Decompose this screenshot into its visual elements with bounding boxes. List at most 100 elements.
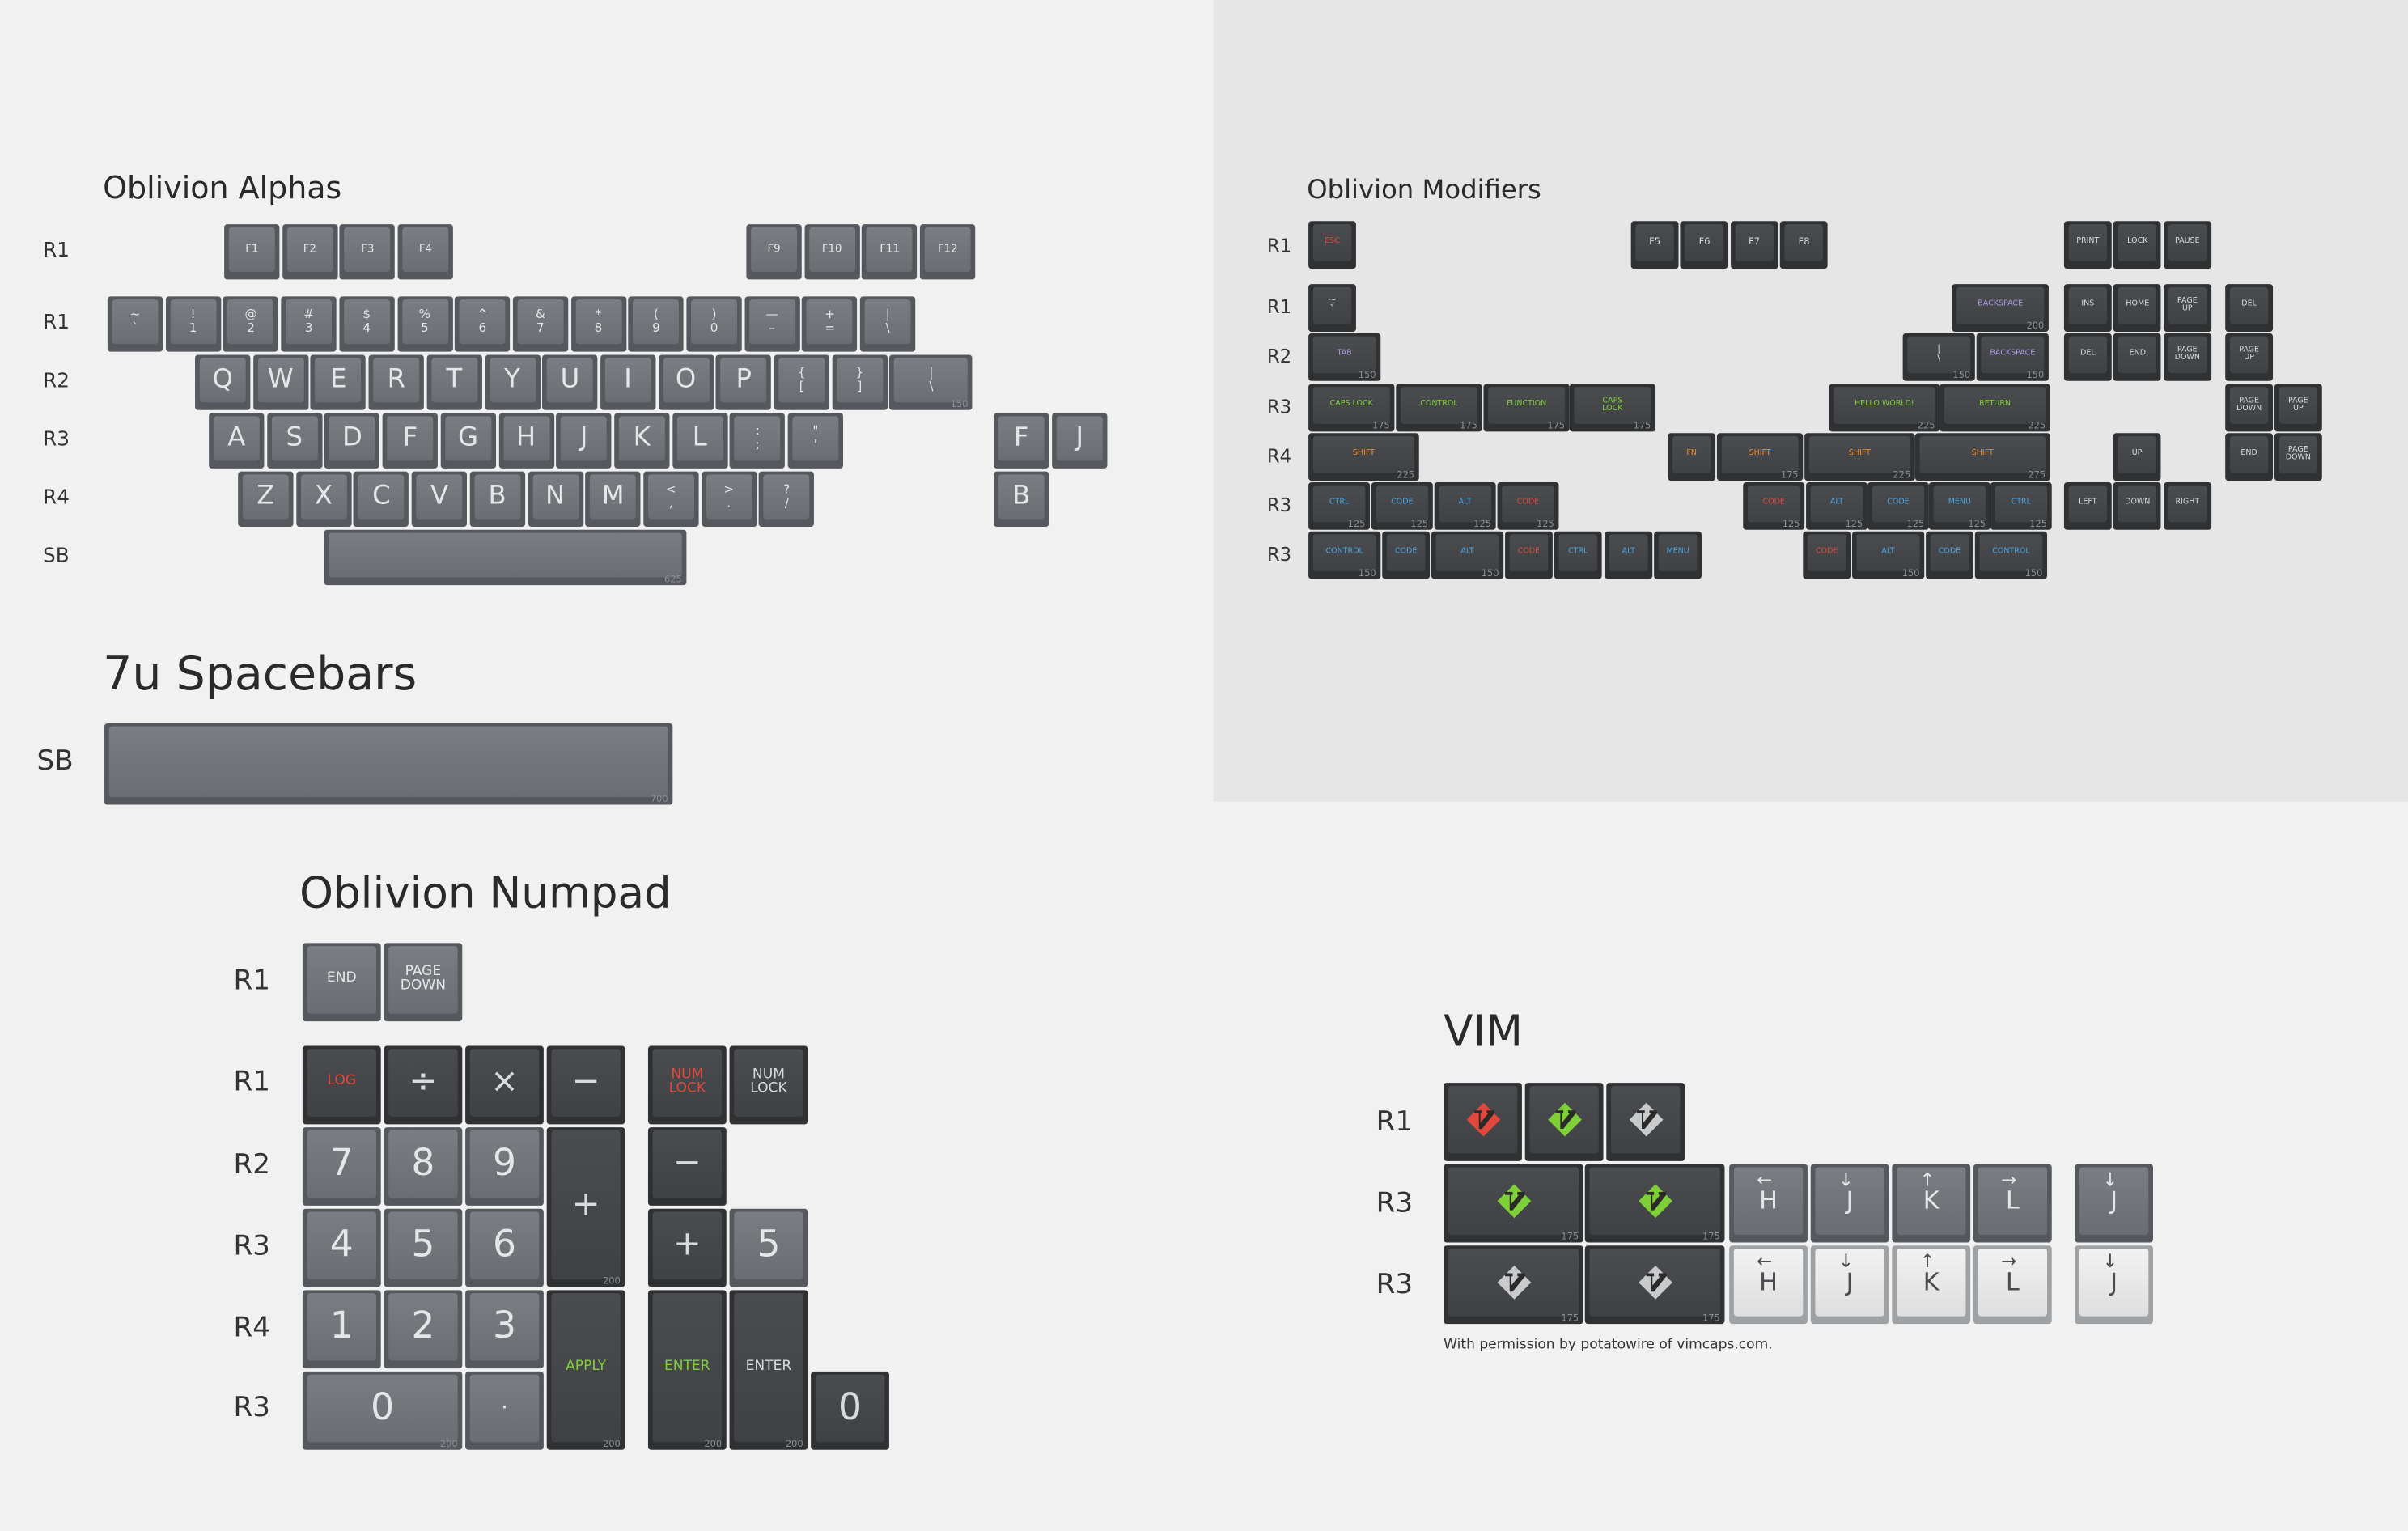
legend: 0 [371, 1385, 395, 1429]
fn-key: F3 [340, 224, 396, 280]
legend: ESC [1325, 237, 1340, 247]
legend: END [2241, 448, 2258, 459]
unit-label: 150 [1358, 370, 1376, 381]
log-key: LOG [302, 1045, 381, 1125]
legend: SHIFT [1749, 448, 1771, 459]
decimal-key: · [465, 1371, 544, 1450]
legend-base: 8 [594, 320, 603, 334]
legend-shift: | [885, 307, 890, 321]
legend: ALT [1881, 547, 1895, 557]
alpha-key: } ] [832, 354, 888, 410]
number-key: !1 [165, 296, 221, 352]
alpha-key: Z [238, 471, 294, 528]
legend: CAPS LOCK [1329, 400, 1373, 409]
legend: 6 [492, 1223, 516, 1266]
legend: FN [1686, 448, 1697, 459]
unit-label: 225 [1893, 469, 1911, 481]
legend: P [736, 363, 752, 394]
legend: H [515, 422, 536, 453]
legend: PAGE DOWN [400, 964, 447, 995]
nav-key: END [2113, 333, 2162, 381]
esc-key: ESC [1308, 221, 1356, 269]
legend-base: 2 [247, 320, 255, 334]
arrow-icon: ↓ [2102, 1249, 2118, 1272]
legend: CODE [1517, 547, 1541, 557]
unit-label: 125 [1410, 519, 1429, 530]
legend: D [341, 422, 362, 453]
legend: 5 [757, 1223, 781, 1266]
alpha-key: Y [484, 354, 541, 410]
legend: NUM LOCK [750, 1067, 787, 1097]
unit-label: 150 [950, 399, 969, 410]
legend-shift: $ [362, 307, 371, 321]
unit-label: 150 [2026, 370, 2045, 381]
number-key: |\ [860, 296, 916, 352]
bottom-mod-key: MENU [1654, 531, 1702, 579]
legend: MENU [1666, 547, 1689, 557]
number-key: )0 [686, 296, 742, 352]
number-key: #3 [281, 296, 337, 352]
legend-base: \ [885, 320, 890, 334]
legend-shift: ( [654, 307, 659, 321]
legend: F10 [821, 242, 842, 255]
legend: CODE [1938, 547, 1961, 557]
legend: UP [2131, 448, 2143, 459]
legend: CODE [1391, 498, 1414, 508]
modifiers-row-label: R1 [1266, 296, 1292, 318]
legend: N [545, 480, 566, 511]
legend: + [571, 1185, 600, 1224]
legend: ALT [1458, 498, 1472, 508]
legend: T [446, 363, 463, 394]
spacebar-625: 625 [324, 529, 687, 586]
grave-key: ~ ` [1308, 284, 1356, 332]
modifiers-row-label: R3 [1266, 396, 1292, 418]
legend-shift: ! [190, 307, 196, 321]
vim-logo-icon [1638, 1184, 1672, 1219]
alpha-key: B [469, 471, 525, 528]
legend: RETURN [1978, 400, 2012, 409]
legend: > . [723, 482, 735, 510]
unit-label: 150 [1952, 370, 1971, 381]
nav-key: INS [2063, 284, 2112, 332]
number-key: %5 [396, 296, 452, 352]
fn-key: F12 [920, 224, 976, 280]
alpha-key: " ' [787, 413, 844, 469]
legend: INS [2081, 299, 2095, 310]
unit-label: 625 [663, 574, 682, 586]
homing-key-f: F [994, 413, 1049, 469]
unit-label: 125 [1845, 519, 1863, 530]
legend: | \ [1937, 343, 1941, 364]
alphas-row-label: R1 [43, 312, 70, 335]
legend: PAGE UP [2287, 396, 2308, 413]
spacebar-700: 700 [104, 723, 673, 805]
nav-key: PAGE UP [2274, 384, 2322, 432]
legend: × [490, 1063, 519, 1102]
legend: " ' [812, 424, 819, 452]
unit-label: 175 [1702, 1313, 1720, 1325]
unit-label: 175 [1547, 421, 1566, 432]
unit-label: 275 [2028, 469, 2046, 481]
system-key: PRINT [2063, 221, 2112, 269]
digit-key: 7 [302, 1127, 381, 1206]
legend: NUM LOCK [668, 1067, 706, 1097]
bottom-mod-key: ALT [1605, 531, 1653, 579]
legend: PAUSE [2175, 237, 2200, 247]
legend: F [402, 422, 418, 453]
legend: J [1846, 1185, 1854, 1215]
fn-key: F7 [1730, 221, 1778, 269]
legend: ALT [1622, 547, 1635, 557]
number-key: += [802, 296, 858, 352]
vim-logo-icon [1638, 1265, 1672, 1300]
legend: MENU [1948, 498, 1971, 508]
alpha-key: D [324, 413, 380, 469]
plus-key: +200 [546, 1127, 625, 1287]
alpha-key: < , [643, 471, 699, 528]
